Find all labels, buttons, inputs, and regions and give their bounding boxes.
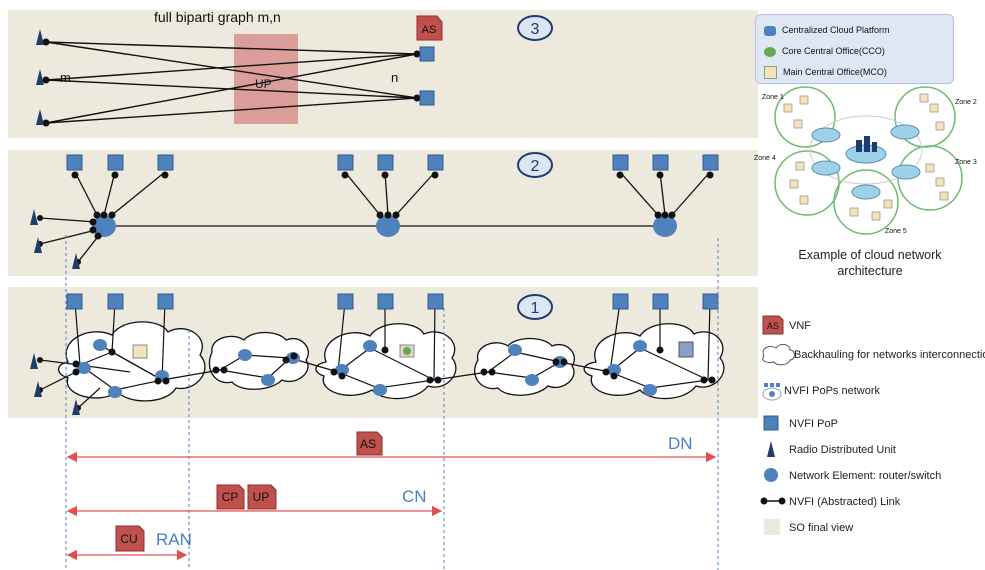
caption-line1: Example of cloud network [798, 248, 942, 262]
as-vnf-badge: AS [416, 15, 443, 41]
layer3-title: full biparti graph m,n [154, 9, 281, 25]
bipartite-edges [45, 41, 418, 124]
zone1-label: Zone 1 [762, 94, 784, 101]
vnf-icon: AS [762, 315, 784, 335]
svg-text:AS: AS [422, 24, 437, 36]
layer3-link-dots [42, 38, 421, 127]
layer2-link-dots [37, 171, 714, 265]
cloud-architecture-figure [774, 86, 963, 235]
cloud-platform-legend: Centralized Cloud Platform Core Central … [755, 14, 954, 84]
layer3-pops [419, 46, 435, 106]
network-element-icon [764, 468, 778, 482]
legend-network-element: Network Element: router/switch [789, 470, 941, 482]
cn-span: CP UP CN [66, 484, 443, 517]
svg-text:AS: AS [767, 321, 779, 331]
ran-span: CU RAN [66, 525, 192, 561]
layer2-pops [66, 154, 719, 171]
legend-cco: Core Central Office(CCO) [764, 41, 890, 62]
layer1-number-badge: 1 [517, 294, 553, 320]
legend-mco: Main Central Office(MCO) [764, 62, 890, 83]
cn-vnf-cp: CP [222, 490, 239, 504]
dn-vnf-as: AS [360, 437, 376, 451]
ran-label: RAN [156, 530, 192, 549]
cn-label: CN [402, 487, 427, 506]
up-label: UP [255, 77, 272, 91]
svg-text:1: 1 [531, 300, 540, 317]
so-view-swatch [764, 519, 780, 535]
legend-link: NVFI (Abstracted) Link [789, 496, 901, 508]
pop-square-icon [763, 415, 779, 431]
cloud-platform-label: Centralized Cloud Platform [782, 25, 890, 35]
legend-cloud-platform: Centralized Cloud Platform [764, 20, 890, 41]
m-label: m [60, 70, 71, 85]
mco-icon [764, 66, 777, 79]
mco-label: Main Central Office(MCO) [783, 67, 887, 77]
cloud-architecture-caption: Example of cloud network architecture [770, 247, 970, 279]
layer2-number-badge: 2 [517, 152, 553, 178]
cco-icon [764, 46, 776, 57]
zone3-label: Zone 3 [955, 159, 977, 166]
cloud-platform-icon [764, 25, 776, 36]
link-icon [760, 497, 786, 505]
svg-text:3: 3 [531, 21, 540, 38]
legend-pops-network: NVFI PoPs network [784, 385, 880, 397]
layer1-pops [66, 293, 719, 310]
layer2-band [8, 150, 758, 276]
zone5-label: Zone 5 [885, 228, 907, 235]
legend-pop: NVFI PoP [789, 418, 838, 430]
radio-unit-icon [767, 441, 775, 457]
cloud-outline-icon [762, 343, 795, 366]
n-label: n [391, 70, 398, 85]
layer3-number-badge: 3 [517, 15, 553, 41]
layer1-office-icons [132, 341, 694, 359]
pops-network-icon [762, 383, 782, 401]
dn-span: AS DN [66, 431, 717, 463]
legend-so-view: SO final view [789, 522, 853, 534]
legend-backhaul: Backhauling for networks interconnection [794, 349, 985, 361]
layer2-network-elements [92, 215, 677, 237]
cn-vnf-up: UP [253, 490, 270, 504]
cco-label: Core Central Office(CCO) [782, 46, 885, 56]
dn-label: DN [668, 434, 693, 453]
ran-vnf-cu: CU [120, 532, 137, 546]
zone2-label: Zone 2 [955, 99, 977, 106]
domain-boundaries [65, 235, 719, 570]
caption-line2: architecture [837, 264, 903, 278]
legend-radio-unit: Radio Distributed Unit [789, 444, 896, 456]
layer3-band [8, 10, 758, 138]
legend: AS VNF Backhauling for networks intercon… [760, 315, 985, 535]
layer2-links [39, 171, 711, 263]
zone4-label: Zone 4 [754, 155, 776, 162]
svg-text:2: 2 [531, 158, 540, 175]
legend-vnf: VNF [789, 320, 811, 332]
